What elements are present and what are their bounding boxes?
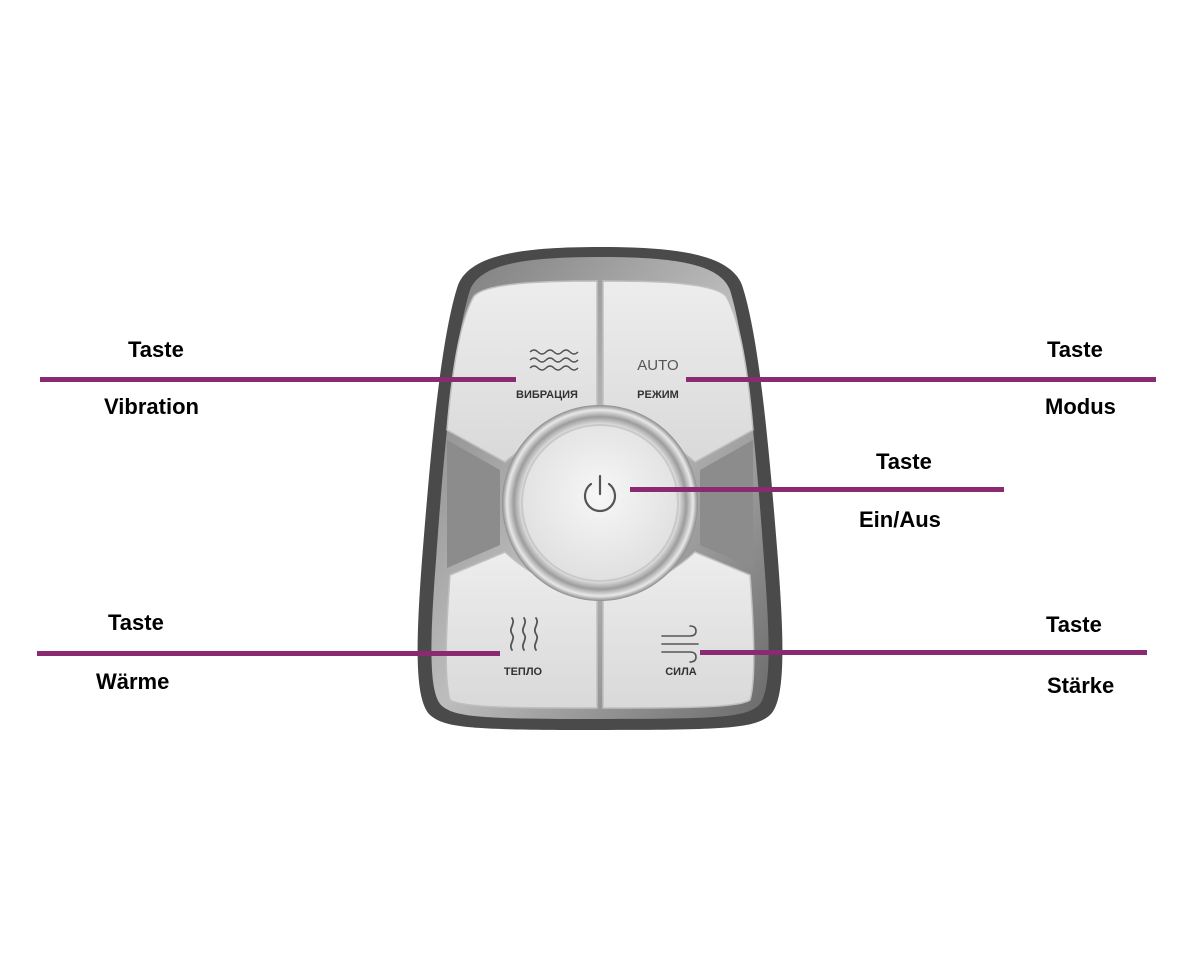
heat-device-label: ТЕПЛО	[504, 666, 543, 678]
mode-device-label: РЕЖИМ	[637, 389, 679, 401]
right-groove	[700, 440, 753, 568]
heat-callout-line1: Taste	[108, 610, 164, 635]
power-icon	[583, 474, 617, 513]
strength-callout-line1: Taste	[1046, 612, 1102, 637]
left-groove	[447, 440, 500, 568]
auto-text: AUTO	[637, 357, 678, 374]
strength-leader	[700, 650, 1147, 655]
heat-leader	[37, 651, 500, 656]
wind-icon	[661, 625, 699, 663]
heat-callout-line2: Wärme	[96, 669, 170, 694]
waves-icon	[529, 349, 579, 371]
mode-callout-line1: Taste	[1047, 337, 1103, 362]
strength-callout-line2: Stärke	[1047, 673, 1115, 698]
mode-callout-line2: Modus	[1045, 394, 1116, 419]
power-leader	[630, 487, 1004, 492]
power-callout-line1: Taste	[876, 449, 932, 474]
mode-leader	[686, 377, 1156, 382]
heat-waves-icon	[509, 617, 539, 651]
vibration-callout-line1: Taste	[128, 337, 184, 362]
vibration-device-label: ВИБРАЦИЯ	[516, 389, 578, 401]
vibration-leader	[40, 377, 516, 382]
vibration-callout-line2: Vibration	[104, 394, 199, 419]
power-button[interactable]	[521, 424, 679, 582]
strength-device-label: СИЛА	[665, 666, 697, 678]
power-callout-line2: Ein/Aus	[859, 507, 941, 532]
